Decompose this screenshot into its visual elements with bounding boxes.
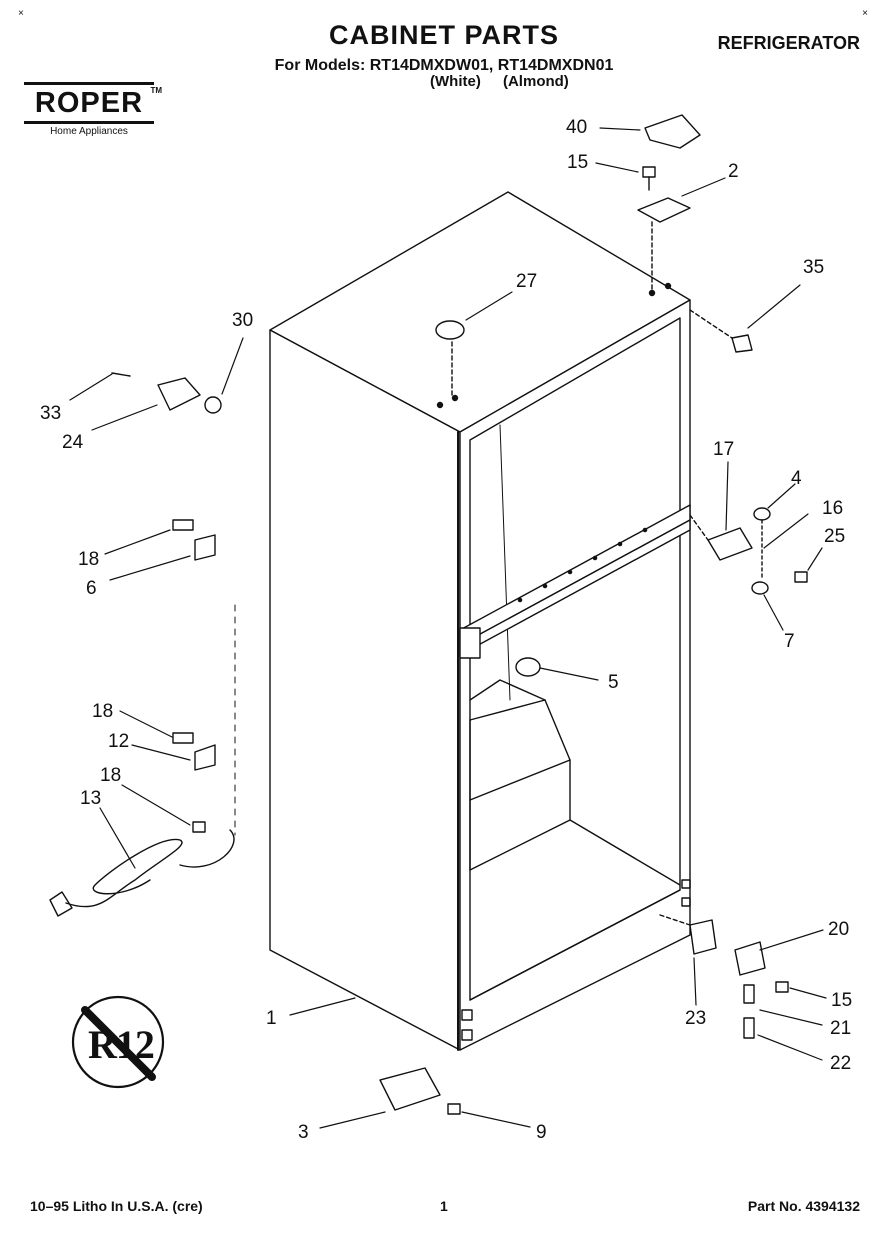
callout-2: 2: [728, 161, 739, 182]
corner-mark-left: ×: [18, 8, 24, 19]
mullion-bar: [459, 504, 691, 659]
callout-3: 3: [298, 1122, 309, 1143]
models-line: For Models: RT14DMXDW01, RT14DMXDN01: [274, 57, 614, 74]
callout-25: 25: [824, 526, 846, 547]
brand-name: ROPER: [24, 82, 154, 124]
product-label: REFRIGERATOR: [717, 33, 860, 53]
leader-lines: [69, 127, 827, 1129]
leveling-leg: [379, 1067, 461, 1115]
callout-22: 22: [830, 1053, 852, 1074]
callout-21: 21: [830, 1018, 852, 1039]
bottom-hinge: [659, 914, 789, 1039]
callout-40: 40: [566, 117, 588, 138]
center-hinge: [689, 507, 808, 595]
brand-logo: ROPER TM Home Appliances: [24, 82, 162, 137]
callout-33: 33: [40, 403, 62, 424]
upper-bracket: [172, 519, 216, 561]
footer-part-number: Part No. 4394132: [747, 1198, 860, 1214]
power-cord: [49, 604, 236, 917]
brand-trademark: TM: [150, 86, 162, 95]
r12-badge-text: R12: [88, 1022, 155, 1067]
r12-badge: [71, 995, 165, 1089]
callout-18-upper: 18: [78, 549, 100, 570]
callout-35: 35: [803, 257, 825, 278]
corner-mark-right: ×: [862, 8, 868, 19]
footer-page-number: 1: [440, 1198, 448, 1214]
top-plug: [435, 320, 465, 399]
callout-5: 5: [608, 672, 619, 693]
callout-13: 13: [80, 788, 102, 809]
callout-7: 7: [784, 631, 795, 652]
callout-18-middle: 18: [92, 701, 114, 722]
callout-12: 12: [108, 731, 130, 752]
callout-6: 6: [86, 578, 97, 599]
callout-27: 27: [516, 271, 538, 292]
callout-23: 23: [685, 1008, 707, 1029]
callout-9: 9: [536, 1122, 547, 1143]
hinge-cap: [689, 309, 753, 353]
model-colors: (White) (Almond): [430, 73, 569, 90]
callout-24: 24: [62, 432, 84, 453]
door-stop-assembly: [111, 372, 222, 414]
hinge-cover: [644, 114, 701, 149]
callout-1: 1: [266, 1008, 277, 1029]
callout-15-bottom: 15: [831, 990, 853, 1011]
footer-litho: 10–95 Litho In U.S.A. (cre): [30, 1198, 203, 1214]
callout-15-top: 15: [567, 152, 589, 173]
callout-17: 17: [713, 439, 735, 460]
callout-4: 4: [791, 468, 802, 489]
brand-tagline: Home Appliances: [50, 126, 128, 137]
lower-bracket: [172, 732, 216, 771]
mullion-bumper: [515, 657, 541, 677]
callout-16: 16: [822, 498, 844, 519]
callout-30: 30: [232, 310, 254, 331]
callout-20: 20: [828, 919, 850, 940]
top-hinge: [637, 166, 691, 291]
callout-18-lower: 18: [100, 765, 122, 786]
page-title: CABINET PARTS: [328, 20, 559, 50]
